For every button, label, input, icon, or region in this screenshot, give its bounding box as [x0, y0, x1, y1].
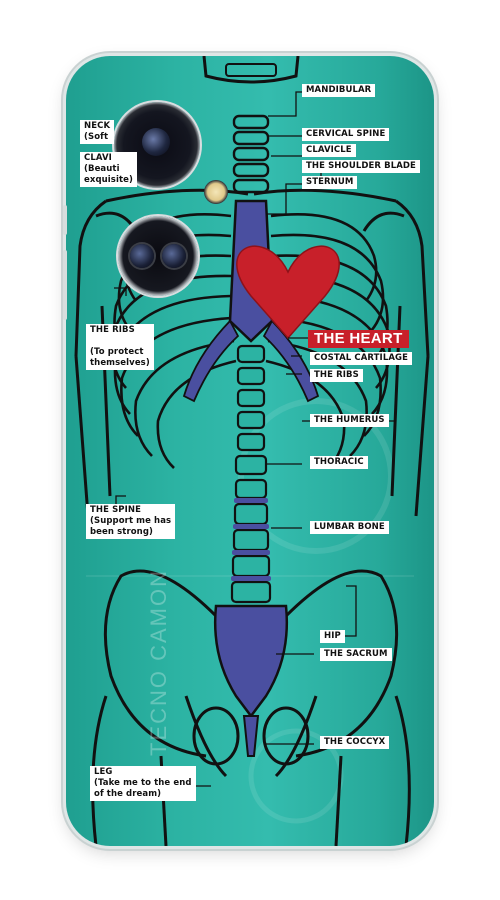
label-heart: THE HEART — [308, 330, 409, 348]
label-sacrum: THE SACRUM — [320, 648, 392, 661]
label-hip: HIP — [320, 630, 345, 643]
side-button-upper — [63, 205, 67, 235]
label-leg: LEG (Take me to the end of the dream) — [90, 766, 196, 801]
label-shoulder-blade: THE SHOULDER BLADE — [302, 160, 420, 173]
label-mandibular: MANDIBULAR — [302, 84, 376, 97]
flash-icon — [204, 180, 228, 204]
phone-case: TECNO CAMON MANDIBULAR CERVICAL SPINE CL… — [66, 56, 434, 846]
label-spine-left: THE SPINE (Support me has been strong) — [86, 504, 176, 539]
main-camera-icon — [114, 102, 200, 188]
label-coccyx: THE COCCYX — [320, 736, 390, 749]
label-humerus: THE HUMERUS — [310, 414, 389, 427]
side-button-lower — [63, 250, 67, 320]
label-lumbar-bone: LUMBAR BONE — [310, 521, 389, 534]
label-ribs-right: THE RIBS — [310, 369, 363, 382]
label-neck: NECK (Soft — [80, 120, 115, 144]
label-clavicle-left: CLAVI (Beauti exquisite) — [80, 152, 137, 187]
label-sternum: STERNUM — [302, 176, 358, 189]
label-costal-cartilage: COSTAL CARTILAGE — [310, 352, 412, 365]
brand-watermark: TECNO CAMON — [146, 569, 171, 756]
label-clavicle: CLAVICLE — [302, 144, 356, 157]
label-thoracic: THORACIC — [310, 456, 368, 469]
dual-camera-icon — [118, 216, 198, 296]
label-ribs-left: THE RIBS (To protect themselves) — [86, 324, 154, 370]
label-cervical-spine: CERVICAL SPINE — [302, 128, 390, 141]
